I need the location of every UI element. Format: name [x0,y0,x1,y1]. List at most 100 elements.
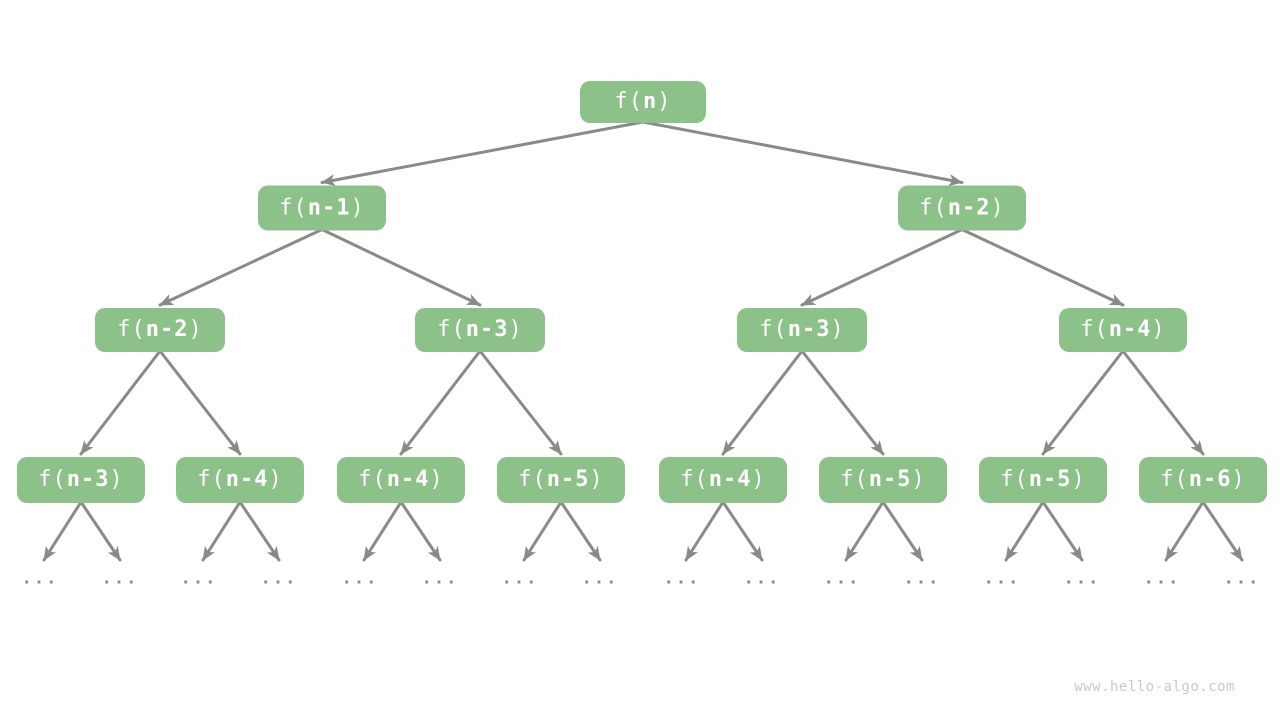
node-label-post: ) [911,467,926,492]
tree-node-2: f(n-2) [898,185,1026,231]
ellipsis-leaf-8: ... [663,568,701,589]
node-label-post: ) [751,467,766,492]
ellipsis-leaf-7: ... [581,568,619,589]
node-label-pre: f( [759,317,788,342]
tree-node-14: f(n-6) [1139,457,1267,503]
node-label-arg: n-4 [386,467,430,492]
edge-6-14 [1121,349,1205,456]
node-label-post: ) [1231,467,1246,492]
node-label-pre: f( [197,467,226,492]
edge-1-4 [320,228,482,307]
ellipsis-leaf-5: ... [421,568,459,589]
node-label-arg: n-1 [307,195,351,220]
tree-node-3: f(n-2) [95,308,225,352]
ellipsis-leaf-13: ... [1063,568,1101,589]
node-label-arg: n-5 [546,467,590,492]
edge-11-leaf-9 [721,500,764,562]
edge-1-3 [158,228,324,307]
ellipsis-leaf-10: ... [823,568,861,589]
edge-13-leaf-12 [1004,500,1045,562]
ellipsis-leaf-4: ... [341,568,379,589]
node-label-pre: f( [1160,467,1189,492]
tree-node-10: f(n-5) [497,457,625,503]
edge-3-7 [79,349,162,456]
node-label-arg: n-3 [787,317,831,342]
ellipsis-leaf-14: ... [1143,568,1181,589]
ellipsis-leaf-0: ... [21,568,59,589]
edge-12-leaf-10 [844,500,885,562]
node-label-pre: f( [919,195,948,220]
node-label-post: ) [508,317,523,342]
node-label-post: ) [188,317,203,342]
node-label-post: ) [589,467,604,492]
edge-6-13 [1041,349,1125,456]
node-label-pre: f( [680,467,709,492]
node-label-post: ) [109,467,124,492]
tree-node-6: f(n-4) [1059,308,1187,352]
edge-2-5 [800,228,964,307]
node-label-arg: n-2 [947,195,991,220]
ellipsis-leaf-6: ... [501,568,539,589]
edge-12-leaf-11 [881,500,924,562]
edge-7-leaf-1 [79,500,122,562]
node-label-post: ) [990,195,1005,220]
node-label-arg: n-5 [1028,467,1072,492]
edge-5-12 [800,349,885,456]
tree-node-8: f(n-4) [176,457,304,503]
edge-5-11 [721,349,804,456]
ellipsis-leaf-15: ... [1223,568,1261,589]
node-label-arg: n-5 [868,467,912,492]
edge-9-leaf-5 [399,500,442,562]
edge-3-8 [158,349,242,456]
edge-0-2 [641,120,964,186]
edge-13-leaf-13 [1041,500,1084,562]
watermark: www.hello-algo.com [1074,679,1235,695]
ellipsis-leaf-9: ... [743,568,781,589]
tree-node-5: f(n-3) [737,308,867,352]
node-label-arg: n-2 [145,317,189,342]
tree-node-9: f(n-4) [337,457,465,503]
edge-8-leaf-2 [201,500,242,562]
ellipsis-leaf-3: ... [260,568,298,589]
node-label-post: ) [429,467,444,492]
edge-10-leaf-6 [522,500,563,562]
node-label-post: ) [830,317,845,342]
node-label-pre: f( [117,317,146,342]
ellipsis-leaf-2: ... [180,568,218,589]
node-label-pre: f( [518,467,547,492]
edge-2-6 [960,228,1125,307]
tree-node-11: f(n-4) [659,457,787,503]
node-label-pre: f( [358,467,387,492]
tree-node-4: f(n-3) [415,308,545,352]
ellipsis-leaf-12: ... [983,568,1021,589]
node-label-pre: f( [279,195,308,220]
node-label-arg: n-6 [1188,467,1232,492]
node-label-post: ) [1151,317,1166,342]
edge-7-leaf-0 [42,500,83,562]
node-label-post: ) [657,89,672,114]
edge-0-1 [320,120,645,186]
edge-14-leaf-15 [1201,500,1244,562]
edge-11-leaf-8 [684,500,725,562]
node-label-pre: f( [38,467,67,492]
ellipsis-leaf-11: ... [903,568,941,589]
node-label-arg: n-3 [66,467,110,492]
tree-node-12: f(n-5) [819,457,947,503]
tree-node-7: f(n-3) [17,457,145,503]
node-label-pre: f( [437,317,466,342]
node-label-pre: f( [1000,467,1029,492]
edge-8-leaf-3 [238,500,281,562]
edge-4-10 [478,349,563,456]
node-label-arg: n-4 [708,467,752,492]
node-label-arg: n-3 [465,317,509,342]
tree-node-13: f(n-5) [979,457,1107,503]
tree-node-1: f(n-1) [258,185,386,231]
node-label-post: ) [350,195,365,220]
node-label-pre: f( [614,89,643,114]
node-label-arg: n-4 [1108,317,1152,342]
node-label-post: ) [268,467,283,492]
node-label-post: ) [1071,467,1086,492]
node-label-pre: f( [840,467,869,492]
edge-9-leaf-4 [362,500,403,562]
